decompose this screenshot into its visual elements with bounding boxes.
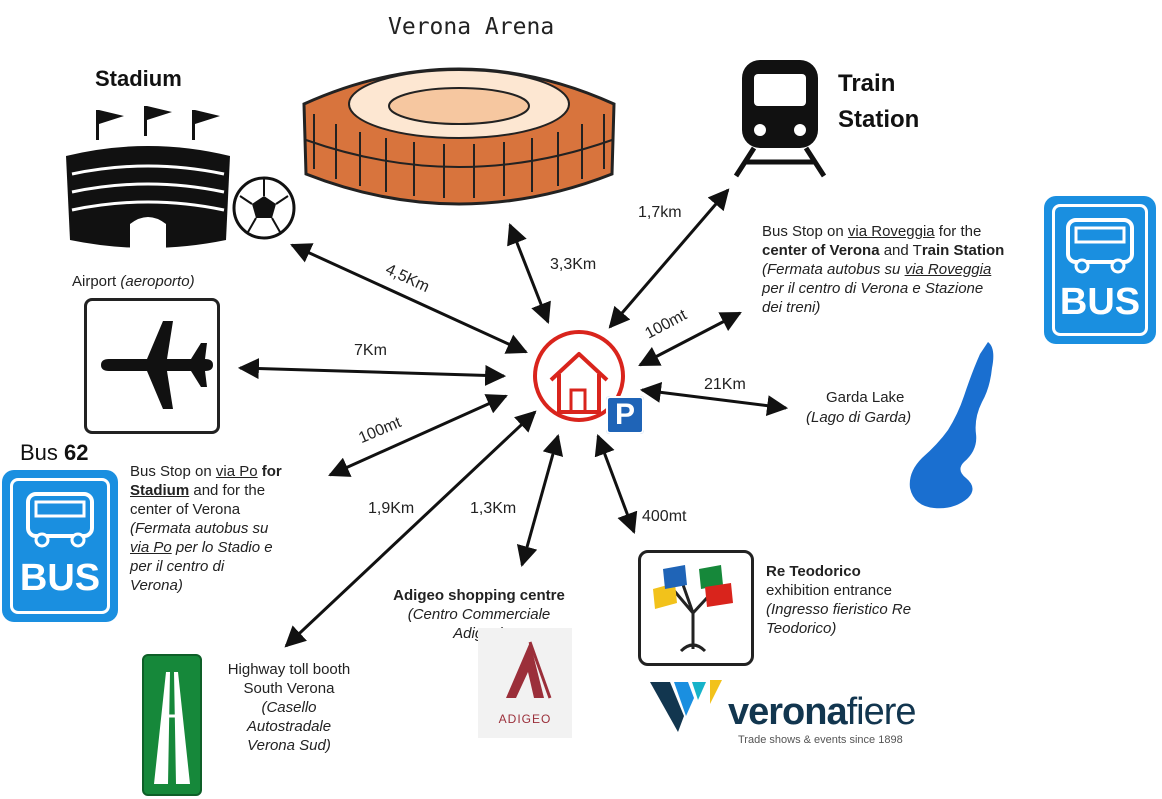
arrow-highway [284,410,537,648]
highway-sign [142,654,202,796]
arrow-garda [639,381,789,417]
distance-airport: 7Km [354,342,387,359]
airplane-icon [101,321,213,409]
garda-label-it: (Lago di Garda) [806,409,912,426]
train-title-line1: Train [838,70,896,97]
bus-sign-left-label: BUS [19,557,101,599]
arrow-stadium [290,243,528,354]
train-title-line2: Station [838,106,920,133]
arrow-reteodorico [594,434,638,534]
distance-reteodorico: 400mt [642,508,687,525]
arrow-airport [237,358,507,386]
exhibition-sign [638,550,754,666]
bus-sign-right: BUS [1044,196,1156,344]
distance-arena: 3,3Km [550,256,597,273]
arrow-adigeo [516,433,564,568]
airport-sign [84,298,220,434]
soccer-ball-icon [232,176,296,240]
distance-train: 1,7km [638,204,682,221]
veronafiere-tagline: Trade shows & events since 1898 [738,734,903,746]
arrow-bus-right [638,311,742,367]
lake-garda-icon [909,342,994,509]
stadium-title: Stadium [95,66,182,91]
reteodorico-description: Re Teodorico exhibition entrance (Ingres… [766,563,912,637]
adigeo-logo-icon [506,641,552,699]
parking-icon: P [614,398,635,431]
flags-icon [653,565,733,653]
arena-title: Verona Arena [388,14,555,40]
arrow-arena [507,223,551,324]
house-icon [533,330,625,422]
distance-adigeo: 1,3Km [470,500,517,517]
bus-icon [26,492,94,548]
distance-garda: 21Km [704,376,746,393]
stadium-icon [66,106,296,248]
airport-label: Airport (aeroporto) [72,273,195,290]
adigeo-logo: ADIGEO [478,628,572,738]
bus-icon [1066,218,1134,274]
bus62-title: Bus 62 [20,440,89,465]
arena-icon [302,67,616,206]
veronafiere-logo-icon [650,680,722,732]
arena-illustration [294,44,624,219]
distance-highway: 1,9Km [368,500,415,517]
bus-sign-right-label: BUS [1059,281,1141,323]
highway-icon [154,672,190,784]
parking-badge: P [606,396,644,434]
bus-right-description: Bus Stop on via Roveggia for the center … [762,223,1005,316]
veronafiere-brand: veronafiere [728,691,917,733]
bus-sign-left: BUS [2,470,118,622]
home-marker [531,326,627,430]
adigeo-logo-text: ADIGEO [498,712,552,726]
highway-description: Highway toll booth South Verona (Casello… [227,661,351,754]
train-icon [732,56,828,185]
stadium-illustration [58,100,298,265]
garda-label: Garda Lake [826,389,905,406]
bus62-description: Bus Stop on via Po for Stadium and for t… [130,463,282,594]
arrow-train [608,188,730,329]
